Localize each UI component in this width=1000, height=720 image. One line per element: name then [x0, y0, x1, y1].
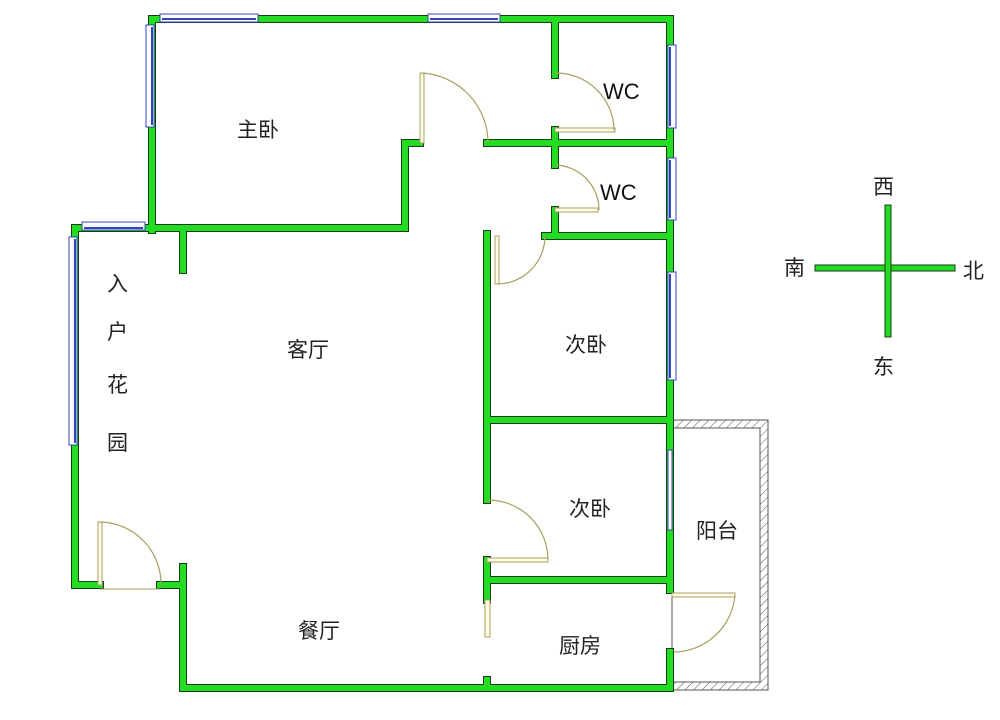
room-label-kitchen: 厨房	[559, 634, 601, 658]
room-label-entry-garden-3: 花	[107, 373, 128, 397]
doors	[97, 72, 736, 653]
room-label-wc-2: WC	[600, 180, 637, 205]
compass-west: 西	[873, 175, 894, 199]
room-label-master-bedroom: 主卧	[237, 118, 279, 142]
room-label-bedroom-2: 次卧	[565, 333, 607, 357]
room-label-entry-garden-1: 入	[107, 272, 128, 296]
room-label-entry-garden-4: 园	[107, 431, 128, 455]
compass-cross-icon	[814, 204, 956, 338]
compass: 西 南 北 东	[784, 175, 984, 379]
compass-north: 北	[963, 259, 984, 283]
room-label-bedroom-3: 次卧	[569, 497, 611, 521]
room-label-entry-garden-2: 户	[107, 320, 128, 344]
compass-east: 东	[873, 355, 894, 379]
room-label-wc-1: WC	[603, 79, 640, 104]
balcony-outline	[671, 419, 769, 691]
compass-south: 南	[784, 256, 805, 280]
room-label-balcony: 阳台	[696, 519, 738, 543]
windows	[68, 13, 677, 531]
room-label-living-room: 客厅	[287, 338, 329, 362]
room-label-dining-room: 餐厅	[298, 619, 340, 643]
